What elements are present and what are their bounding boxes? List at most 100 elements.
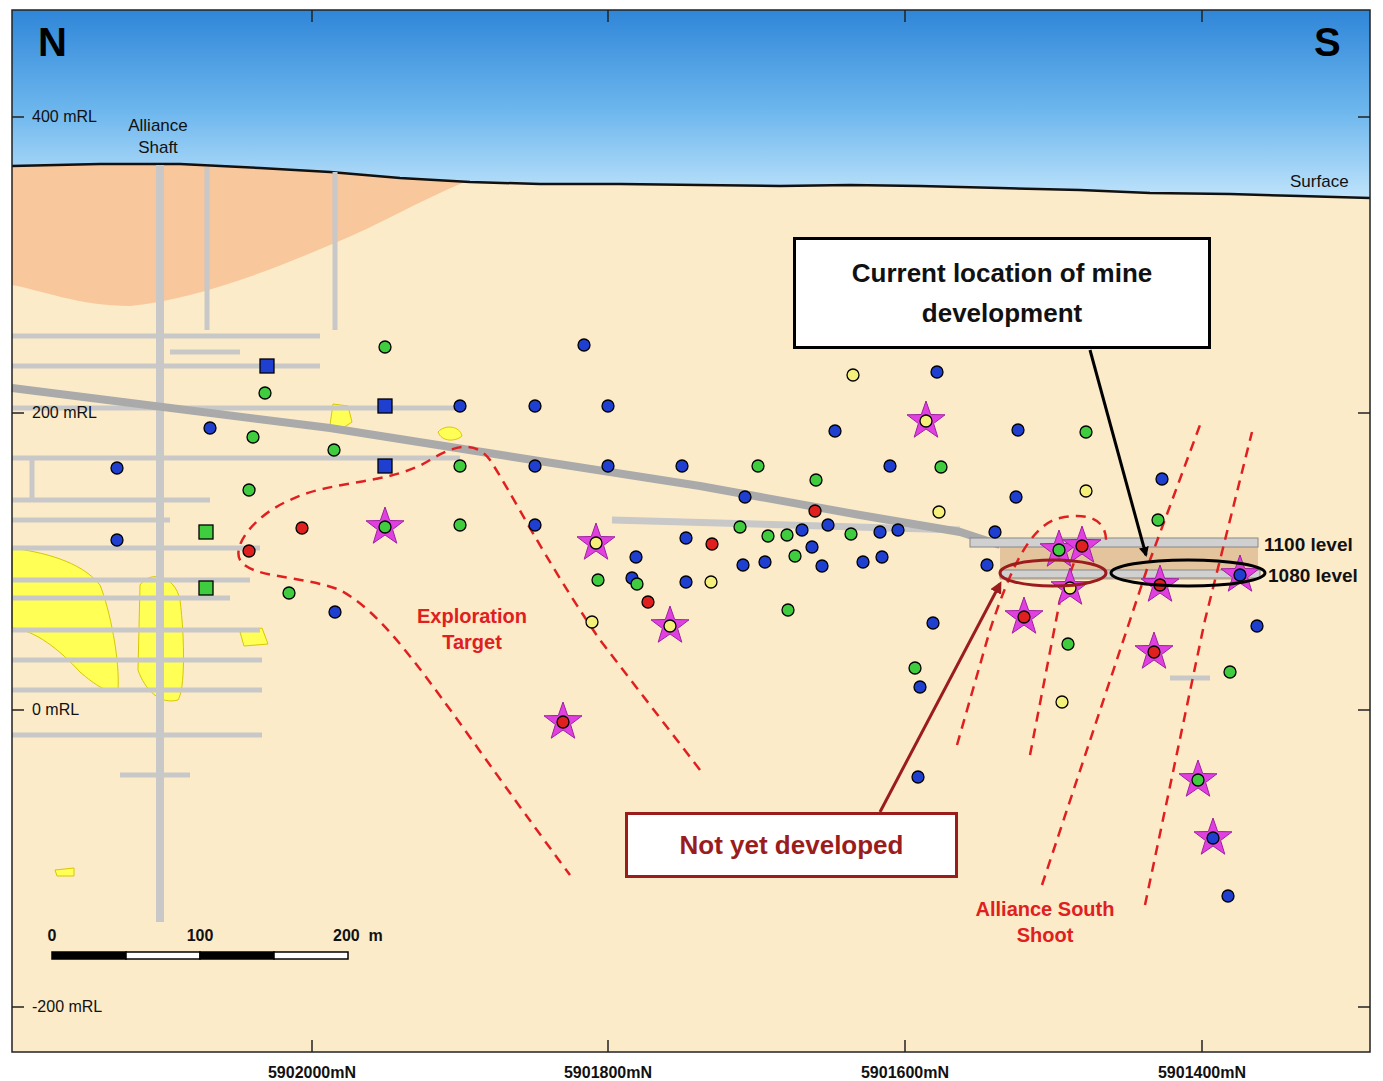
- intercept-dot: [328, 444, 340, 456]
- intercept-square: [260, 359, 274, 373]
- section-label: 0 mRL: [32, 700, 79, 721]
- surface-line: [12, 164, 1370, 198]
- intercept-dot: [204, 422, 216, 434]
- section-label: Alliance Shaft: [118, 115, 198, 159]
- intercept-dot: [857, 556, 869, 568]
- undeveloped-ellipse: [1000, 560, 1106, 586]
- intercept-dot: [1251, 620, 1263, 632]
- intercept-dot: [592, 574, 604, 586]
- intercept-dot: [243, 484, 255, 496]
- intercept-dot: [296, 522, 308, 534]
- intercept-dot: [1080, 426, 1092, 438]
- intercept-dot: [933, 506, 945, 518]
- intercept-dot: [1080, 485, 1092, 497]
- section-label: 1080 level: [1268, 564, 1358, 589]
- intercept-dot: [454, 400, 466, 412]
- intercept-square: [199, 525, 213, 539]
- intercept-dot: [876, 551, 888, 563]
- section-label: 1100 level: [1264, 533, 1353, 558]
- intercept-dot: [847, 369, 859, 381]
- section-label: -200 mRL: [32, 997, 102, 1018]
- star-marker: [544, 702, 582, 738]
- intercept-dot: [247, 431, 259, 443]
- intercept-dot: [782, 604, 794, 616]
- intercept-dot: [989, 526, 1001, 538]
- drillhole-intercepts: [111, 339, 1263, 902]
- intercept-dot: [1062, 638, 1074, 650]
- star-marker: [577, 523, 615, 559]
- star-marker: [907, 401, 945, 437]
- intercept-dot: [909, 662, 921, 674]
- intercept-dot: [1234, 569, 1246, 581]
- star-marker: [1135, 632, 1173, 668]
- intercept-dot: [816, 560, 828, 572]
- intercept-dot: [912, 771, 924, 783]
- intercept-dot: [737, 559, 749, 571]
- intercept-dot: [1224, 666, 1236, 678]
- dashed-outlines: [238, 425, 1252, 905]
- intercept-dot: [630, 551, 642, 563]
- star-marker: [1179, 760, 1217, 796]
- intercept-dot: [884, 460, 896, 472]
- intercept-dot: [762, 530, 774, 542]
- intercept-dot: [664, 620, 676, 632]
- intercept-dot: [892, 524, 904, 536]
- frame: [12, 10, 1370, 1052]
- intercept-dot: [529, 519, 541, 531]
- callout-box: Not yet developed: [625, 812, 958, 878]
- section-label: 400 mRL: [32, 107, 97, 128]
- intercept-dot: [642, 596, 654, 608]
- intercept-dot: [379, 341, 391, 353]
- intercept-dot: [1012, 424, 1024, 436]
- intercept-square: [378, 459, 392, 473]
- intercept-dot: [1152, 514, 1164, 526]
- section-label: 100: [187, 926, 214, 947]
- intercept-dot: [1222, 890, 1234, 902]
- intercept-dot: [454, 519, 466, 531]
- intercept-dot: [557, 716, 569, 728]
- star-marker: [1063, 526, 1101, 562]
- star-marker: [651, 606, 689, 642]
- star-marker: [1194, 818, 1232, 854]
- intercept-dot: [796, 524, 808, 536]
- intercept-dot: [1076, 540, 1088, 552]
- intercept-dot: [454, 460, 466, 472]
- callout-text: Current location of mine development: [827, 253, 1177, 334]
- intercept-dot: [1056, 696, 1068, 708]
- intercept-dot: [705, 576, 717, 588]
- intercept-dot: [631, 578, 643, 590]
- intercept-dot: [829, 425, 841, 437]
- intercept-dot: [739, 491, 751, 503]
- intercept-dot: [1010, 491, 1022, 503]
- section-label: 5902000mN: [268, 1063, 356, 1081]
- intercept-dot: [927, 617, 939, 629]
- star-marker: [366, 507, 404, 543]
- intercept-dot: [529, 460, 541, 472]
- intercept-dot: [789, 550, 801, 562]
- callout-text: Not yet developed: [680, 825, 904, 865]
- intercept-dot: [602, 460, 614, 472]
- intercept-dot: [602, 400, 614, 412]
- section-label: 5901400mN: [1158, 1063, 1246, 1081]
- star-marker: [1005, 597, 1043, 633]
- intercept-dot: [920, 415, 932, 427]
- intercept-dot: [111, 534, 123, 546]
- section-label: 5901600mN: [861, 1063, 949, 1081]
- intercept-dot: [752, 460, 764, 472]
- section-label: Surface: [1290, 171, 1349, 193]
- intercept-dot: [874, 526, 886, 538]
- intercept-dot: [1192, 774, 1204, 786]
- level-1080: [1000, 570, 1260, 578]
- intercept-dot: [680, 532, 692, 544]
- intercept-dot: [379, 521, 391, 533]
- level-1100: [970, 538, 1258, 547]
- leader-arrow: [1090, 350, 1146, 555]
- intercept-dot: [259, 387, 271, 399]
- section-label: 5901800mN: [564, 1063, 652, 1081]
- intercept-dot: [822, 519, 834, 531]
- intercept-dot: [781, 529, 793, 541]
- intercept-dot: [283, 587, 295, 599]
- intercept-dot: [935, 461, 947, 473]
